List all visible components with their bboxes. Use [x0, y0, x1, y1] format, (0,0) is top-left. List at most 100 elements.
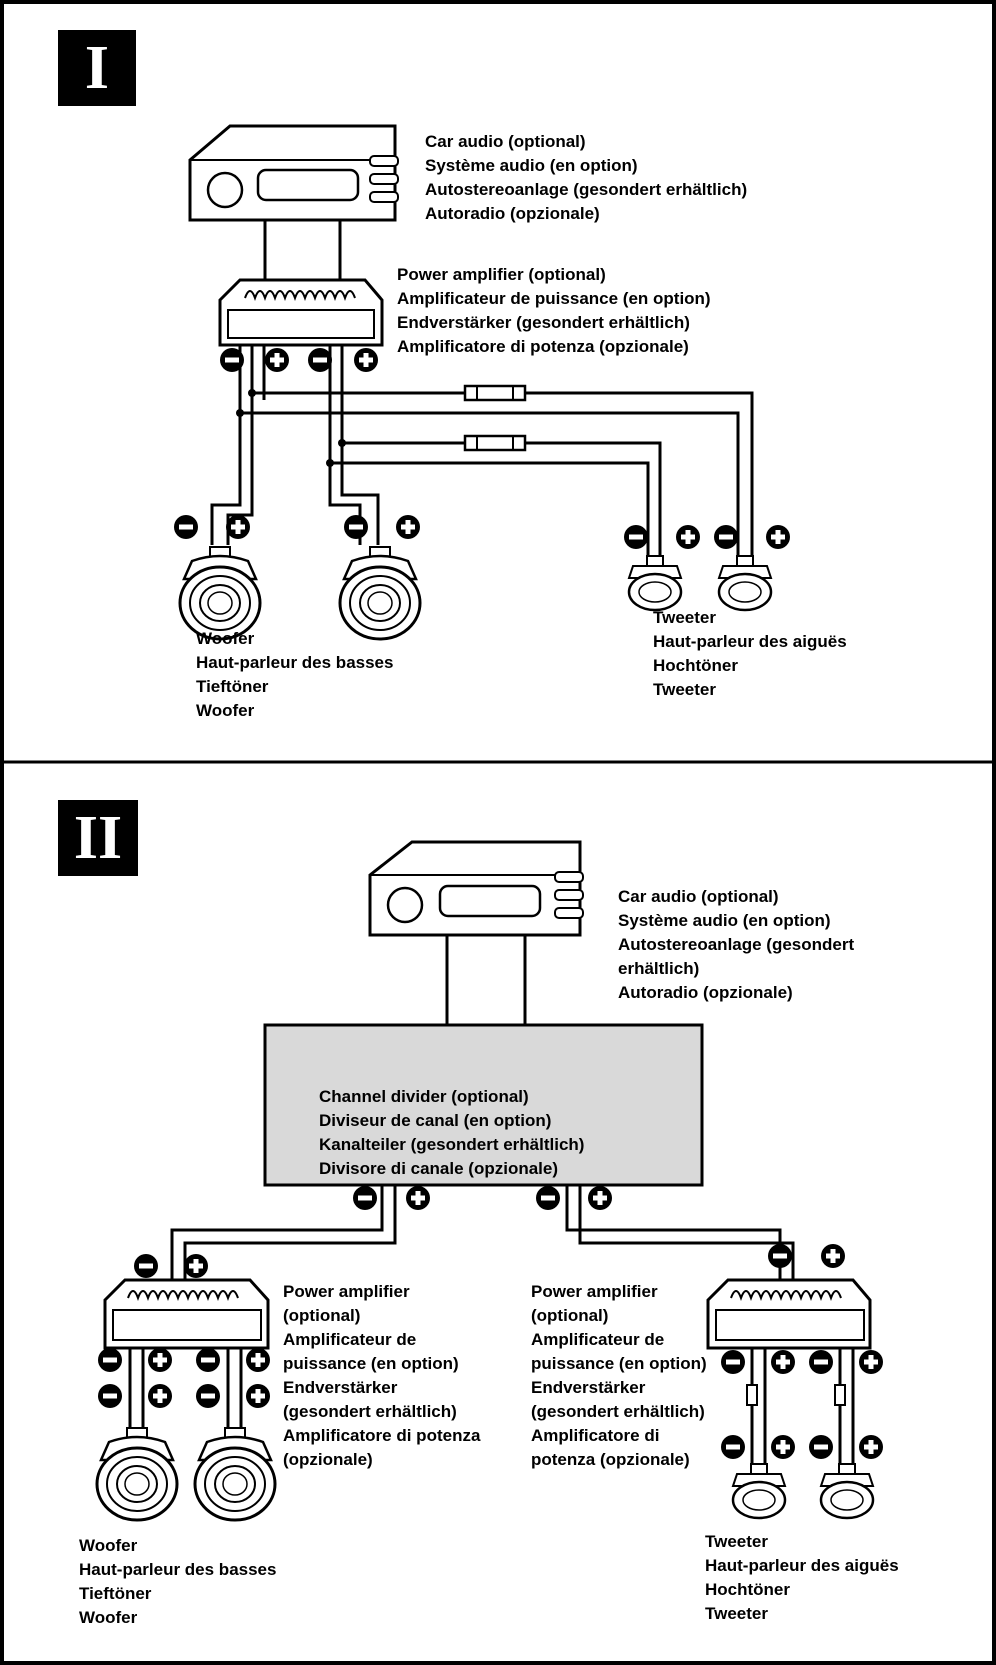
label-line: Tweeter	[705, 1604, 768, 1623]
label-line: Endverstärker	[283, 1378, 398, 1397]
section-badge: II	[58, 800, 138, 876]
minus-terminal-icon	[98, 1348, 122, 1372]
label-line: Woofer	[196, 629, 255, 648]
label-line: Endverstärker (gesondert erhältlich)	[397, 313, 690, 332]
label-line: Woofer	[196, 701, 255, 720]
label-line: Haut-parleur des aiguës	[653, 632, 847, 651]
label-line: Tweeter	[705, 1532, 768, 1551]
power-amplifier-label: Power amplifier (optional) Amplificateur…	[531, 1280, 707, 1472]
woofer-speaker-icon	[193, 1426, 277, 1522]
label-line: Hochtöner	[653, 656, 738, 675]
tweeter-speaker-icon	[731, 1462, 787, 1520]
channel-divider-label: Channel divider (optional) Diviseur de c…	[319, 1085, 584, 1181]
label-line: Woofer	[79, 1536, 138, 1555]
woofer-label: Woofer Haut-parleur des basses Tieftöner…	[196, 627, 393, 723]
tweeter-speaker-icon	[819, 1462, 875, 1520]
label-line: (optional)	[283, 1306, 361, 1325]
tweeter-label: Tweeter Haut-parleur des aiguës Hochtöne…	[653, 606, 847, 702]
tweeter-speaker-icon	[627, 554, 683, 612]
label-line: erhältlich)	[618, 959, 700, 978]
minus-terminal-icon	[536, 1186, 560, 1210]
minus-terminal-icon	[98, 1384, 122, 1408]
woofer-label: Woofer Haut-parleur des basses Tieftöner…	[79, 1534, 276, 1630]
minus-terminal-icon	[353, 1186, 377, 1210]
label-line: (optional)	[531, 1306, 609, 1325]
minus-terminal-icon	[308, 348, 332, 372]
plus-terminal-icon	[676, 525, 700, 549]
car-audio-unit-icon	[188, 124, 399, 222]
plus-terminal-icon	[354, 348, 378, 372]
label-line: Haut-parleur des basses	[79, 1560, 277, 1579]
plus-terminal-icon	[771, 1350, 795, 1374]
woofer-speaker-icon	[95, 1426, 179, 1522]
minus-terminal-icon	[809, 1435, 833, 1459]
plus-terminal-icon	[821, 1244, 845, 1268]
label-line: (opzionale)	[283, 1450, 373, 1469]
label-line: Amplificatore di potenza (opzionale)	[397, 337, 689, 356]
plus-terminal-icon	[148, 1384, 172, 1408]
capacitor-icon	[746, 1384, 758, 1406]
minus-terminal-icon	[768, 1244, 792, 1268]
section-badge: I	[58, 30, 136, 106]
car-audio-label: Car audio (optional) Système audio (en o…	[425, 130, 747, 226]
power-amplifier-label: Power amplifier (optional) Amplificateur…	[397, 263, 711, 359]
label-line: (gesondert erhältlich)	[283, 1402, 457, 1421]
label-line: Amplificateur de puissance (en option)	[397, 289, 711, 308]
label-line: Système audio (en option)	[425, 156, 638, 175]
label-line: Endverstärker	[531, 1378, 646, 1397]
capacitor-icon	[834, 1384, 846, 1406]
plus-terminal-icon	[859, 1435, 883, 1459]
plus-terminal-icon	[859, 1350, 883, 1374]
power-amplifier-icon	[218, 278, 384, 347]
minus-terminal-icon	[624, 525, 648, 549]
label-line: Haut-parleur des basses	[196, 653, 394, 672]
woofer-speaker-icon	[178, 545, 262, 641]
plus-terminal-icon	[226, 515, 250, 539]
label-line: Woofer	[79, 1608, 138, 1627]
label-line: Autostereoanlage (gesondert	[618, 935, 855, 954]
label-line: Système audio (en option)	[618, 911, 831, 930]
minus-terminal-icon	[196, 1384, 220, 1408]
label-line: Hochtöner	[705, 1580, 790, 1599]
label-line: Car audio (optional)	[618, 887, 779, 906]
plus-terminal-icon	[766, 525, 790, 549]
minus-terminal-icon	[721, 1435, 745, 1459]
label-line: Channel divider (optional)	[319, 1087, 529, 1106]
tweeter-label: Tweeter Haut-parleur des aiguës Hochtöne…	[705, 1530, 899, 1626]
label-line: Haut-parleur des aiguës	[705, 1556, 899, 1575]
label-line: Amplificateur de	[531, 1330, 665, 1349]
label-line: Amplificatore di potenza	[283, 1426, 481, 1445]
plus-terminal-icon	[588, 1186, 612, 1210]
fuse-icon	[433, 384, 557, 402]
plus-terminal-icon	[246, 1348, 270, 1372]
label-line: Amplificateur de	[283, 1330, 417, 1349]
minus-terminal-icon	[196, 1348, 220, 1372]
plus-terminal-icon	[406, 1186, 430, 1210]
fuse-icon	[433, 434, 557, 452]
plus-terminal-icon	[184, 1254, 208, 1278]
label-line: potenza (opzionale)	[531, 1450, 690, 1469]
minus-terminal-icon	[714, 525, 738, 549]
power-amplifier-icon	[103, 1278, 270, 1350]
tweeter-speaker-icon	[717, 554, 773, 612]
label-line: Power amplifier (optional)	[397, 265, 606, 284]
plus-terminal-icon	[148, 1348, 172, 1372]
label-line: Power amplifier	[531, 1282, 658, 1301]
label-line: Autoradio (opzionale)	[425, 204, 600, 223]
minus-terminal-icon	[721, 1350, 745, 1374]
label-line: Car audio (optional)	[425, 132, 586, 151]
channel-divider-box	[263, 1023, 704, 1187]
label-line: Divisore di canale (opzionale)	[319, 1159, 559, 1178]
label-line: Tieftöner	[196, 677, 269, 696]
woofer-speaker-icon	[338, 545, 422, 641]
car-audio-label: Car audio (optional) Système audio (en o…	[618, 885, 854, 1005]
minus-terminal-icon	[220, 348, 244, 372]
label-line: Kanalteiler (gesondert erhältlich)	[319, 1135, 585, 1154]
label-line: (gesondert erhältlich)	[531, 1402, 705, 1421]
label-line: Diviseur de canal (en option)	[319, 1111, 552, 1130]
label-line: Power amplifier	[283, 1282, 410, 1301]
plus-terminal-icon	[246, 1384, 270, 1408]
label-line: puissance (en option)	[531, 1354, 707, 1373]
